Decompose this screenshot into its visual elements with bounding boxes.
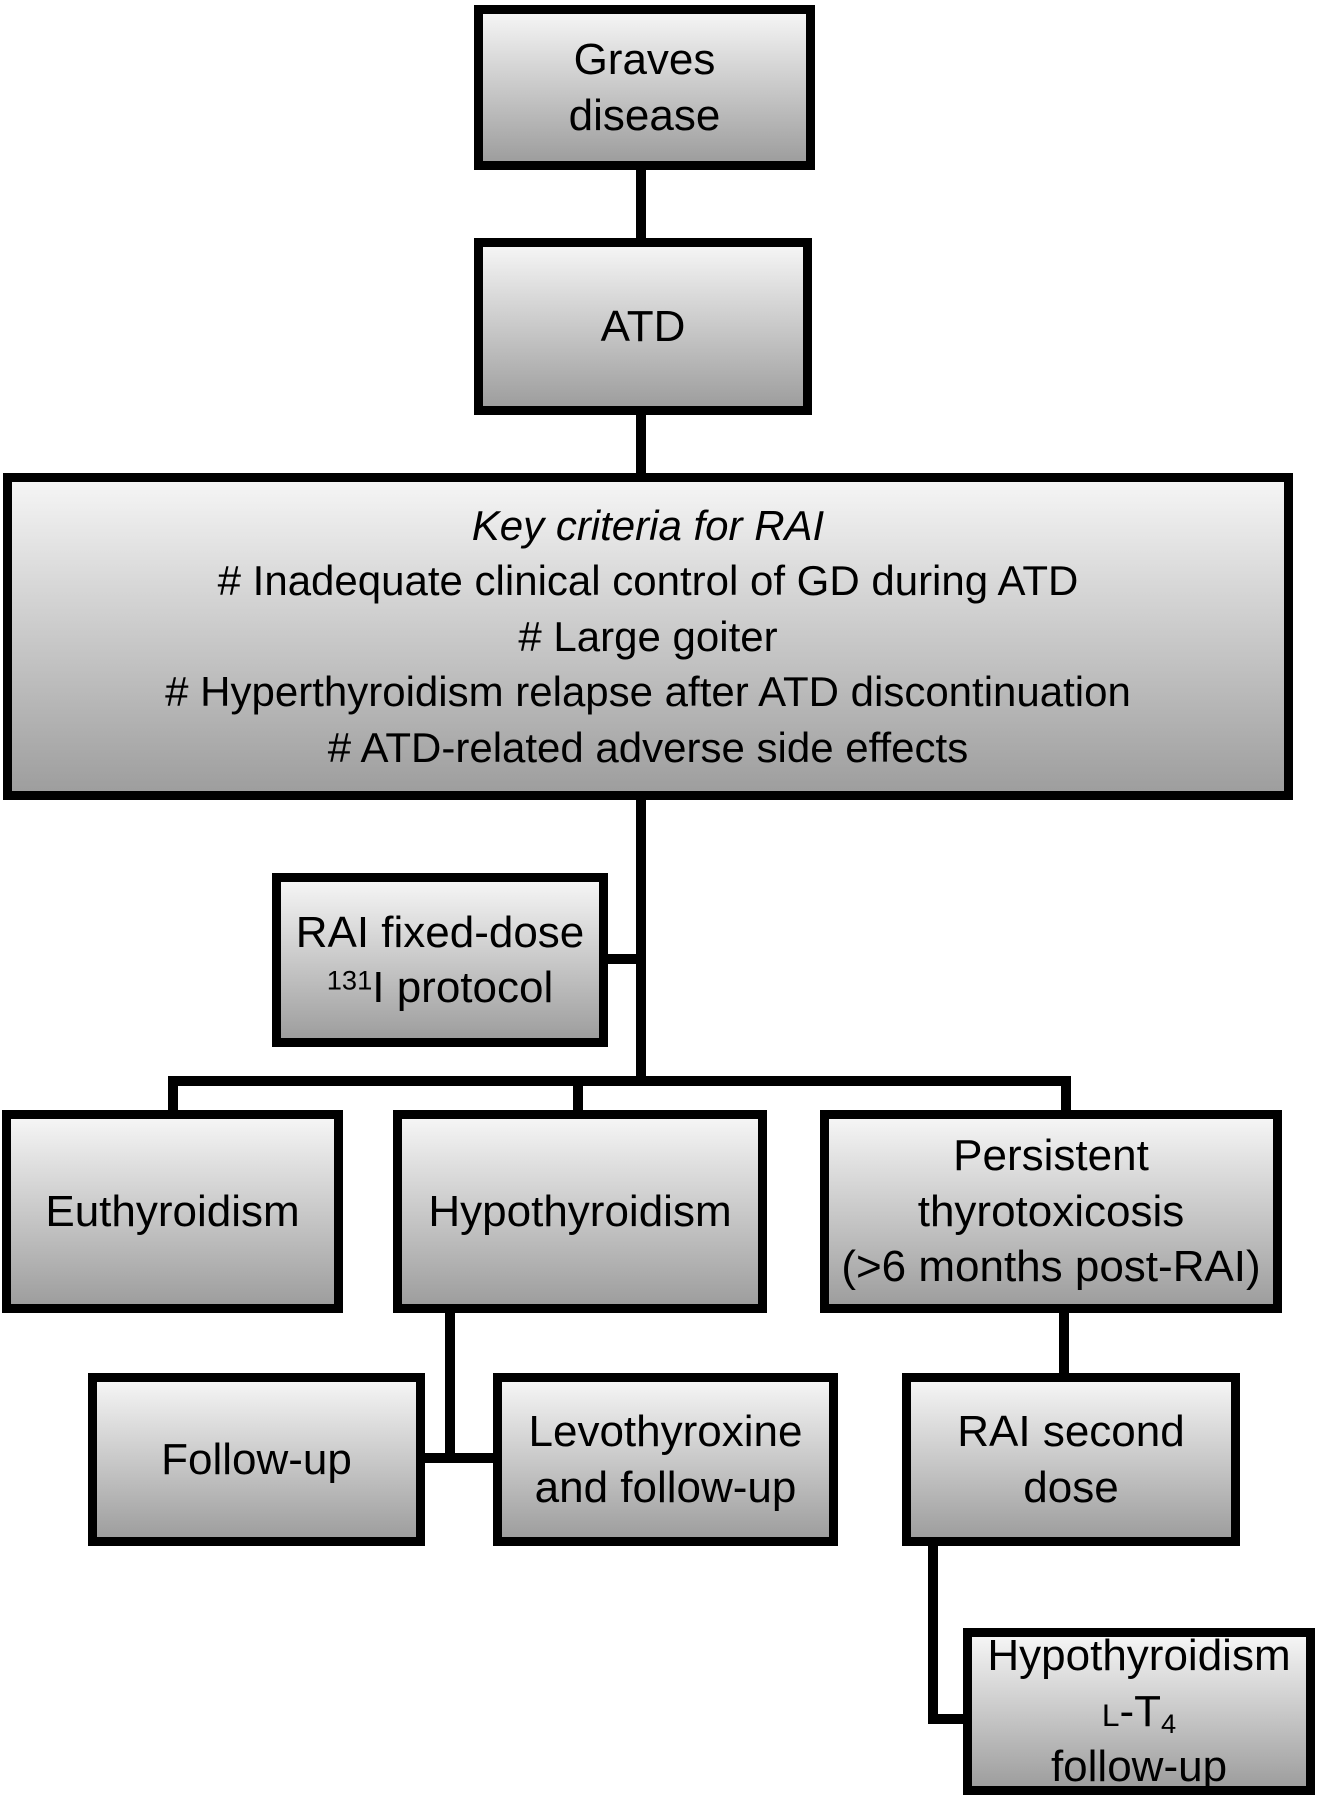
- node-label: Graves disease: [568, 35, 721, 140]
- connector-lt4-stub: [928, 1714, 965, 1724]
- key-criteria-title: Key criteria for RAI: [471, 501, 825, 549]
- t4-subscript: 4: [1160, 1707, 1177, 1739]
- node-label: Follow-up: [161, 1434, 352, 1484]
- node-graves-disease: Graves disease: [474, 5, 815, 170]
- node-label: RAI second dose: [957, 1407, 1185, 1512]
- node-follow-up: Follow-up: [88, 1373, 425, 1546]
- connector-followup-levothyroxine: [423, 1453, 495, 1463]
- connector-branch-horizontal: [168, 1076, 1071, 1086]
- key-criteria-item: # Large goiter: [518, 612, 778, 660]
- levo-l-prefix: L: [1101, 1696, 1120, 1733]
- node-atd: ATD: [474, 238, 812, 415]
- connector-rai-protocol-stub: [606, 954, 638, 964]
- node-hypothyroidism-lt4-follow-up: Hypothyroidism L-T4 follow-up: [963, 1628, 1315, 1795]
- node-hypothyroidism: Hypothyroidism: [393, 1110, 767, 1313]
- key-criteria-item: # Hyperthyroidism relapse after ATD disc…: [165, 668, 1131, 716]
- connector-persistent-to-rai-second: [1059, 1311, 1069, 1375]
- node-euthyroidism: Euthyroidism: [2, 1110, 343, 1313]
- connector-atd-to-key-criteria: [636, 413, 646, 475]
- node-label: RAI fixed-dose 131I protocol: [295, 907, 585, 1012]
- connector-drop-euthyroidism: [168, 1084, 178, 1112]
- isotope-superscript: 131: [326, 964, 373, 996]
- connector-drop-persistent: [1061, 1084, 1071, 1112]
- node-label: ATD: [600, 301, 686, 351]
- connector-key-criteria-to-branch: [636, 798, 646, 1086]
- key-criteria-item: # Inadequate clinical control of GD duri…: [217, 557, 1079, 605]
- node-levothyroxine-follow-up: Levothyroxine and follow-up: [493, 1373, 838, 1546]
- node-label: Levothyroxine and follow-up: [528, 1407, 803, 1512]
- connector-graves-to-atd: [636, 168, 646, 240]
- connector-rai-second-down: [928, 1544, 938, 1724]
- node-label: Persistent thyrotoxicosis (>6 months pos…: [841, 1131, 1261, 1292]
- node-label: Hypothyroidism: [428, 1186, 732, 1236]
- node-label: Hypothyroidism L-T4 follow-up: [987, 1631, 1291, 1792]
- node-rai-fixed-dose-protocol: RAI fixed-dose 131I protocol: [272, 873, 608, 1047]
- node-rai-second-dose: RAI second dose: [902, 1373, 1240, 1546]
- connector-drop-hypothyroidism: [573, 1084, 583, 1112]
- node-persistent-thyrotoxicosis: Persistent thyrotoxicosis (>6 months pos…: [820, 1110, 1282, 1313]
- node-key-criteria: Key criteria for RAI # Inadequate clinic…: [3, 473, 1293, 800]
- node-label: Euthyroidism: [45, 1186, 300, 1236]
- connector-hypothyroidism-down: [445, 1311, 455, 1463]
- key-criteria-item: # ATD-related adverse side effects: [327, 723, 969, 771]
